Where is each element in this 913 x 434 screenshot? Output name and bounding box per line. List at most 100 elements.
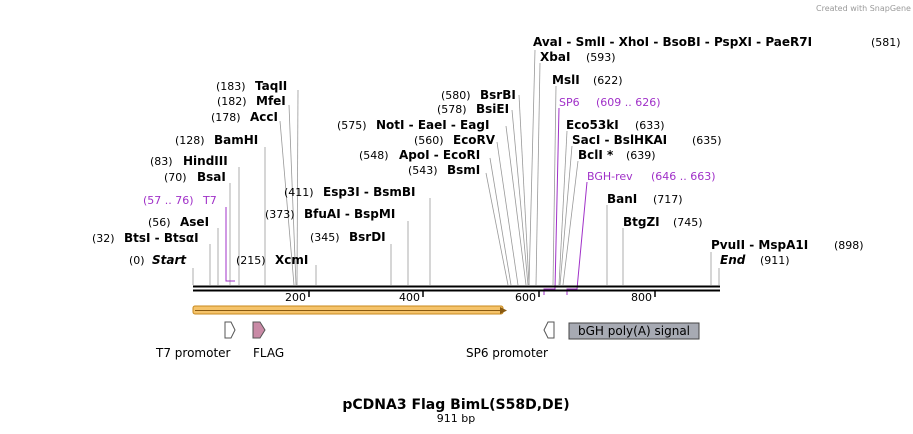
restriction-site[interactable]: (178) AccI [211,110,278,124]
restriction-site[interactable]: (182) MfeI [217,94,286,108]
primer-name: BGH-rev [587,170,633,183]
restriction-site[interactable]: (578) BsiEI [437,102,509,116]
scale-tick: 600 [515,290,540,304]
restriction-site[interactable]: (548) ApoI - EcoRI [359,148,480,162]
restriction-site[interactable]: AvaI - SmlI - XhoI - BsoBI - PspXI - Pae… [533,35,901,49]
site-position: (373) [265,208,295,221]
feature-sp6-promoter[interactable]: SP6 promoter [466,321,555,360]
site-position: (215) [236,254,266,267]
restriction-site[interactable]: (215) XcmI [236,253,308,267]
site-name: XcmI [275,253,308,267]
site-name: XbaI [540,50,570,64]
restriction-site[interactable]: (345) BsrDI [310,230,386,244]
end-name: End [720,253,746,267]
scale-tick: 800 [631,290,656,304]
site-name: Eco53kI [566,118,619,132]
site-name: BsrDI [349,230,386,244]
site-name: MfeI [256,94,286,108]
restriction-site[interactable]: BanI (717) [607,192,683,206]
site-name: SacI - BslHKAI [572,133,667,147]
primer-bgh-rev[interactable]: BGH-rev (646 .. 663) [587,170,716,183]
primer-sp6[interactable]: SP6 (609 .. 626) [559,96,661,109]
site-name: ApoI - EcoRI [399,148,480,162]
feature-label: SP6 promoter [466,346,548,360]
end-position: (911) [760,254,790,267]
site-position: (178) [211,111,241,124]
restriction-site[interactable]: BclI * (639) [578,148,656,162]
primer-connectors [225,107,588,295]
site-position: (635) [692,134,722,147]
scale-tick-label: 600 [515,291,536,304]
restriction-site[interactable]: (560) EcoRV [414,133,496,147]
site-position: (70) [164,171,187,184]
site-position: (593) [586,51,616,64]
site-position: (543) [408,164,438,177]
scale-tick: 400 [399,290,424,304]
primer-t7[interactable]: (57 .. 76) T7 [143,194,217,207]
site-position: (56) [148,216,171,229]
site-name: BsiEI [476,102,509,116]
primer-name: SP6 [559,96,580,109]
site-position: (32) [92,232,115,245]
site-name: BamHI [214,133,258,147]
restriction-site[interactable]: MslI (622) [552,73,623,87]
restriction-site[interactable]: (575) NotI - EaeI - EagI [337,118,489,132]
restriction-site[interactable]: (411) Esp3I - BsmBI [284,185,415,199]
site-position: (83) [150,155,173,168]
primer-range: (609 .. 626) [596,96,661,109]
primer-range: (646 .. 663) [651,170,716,183]
feature-bgh-polya[interactable]: bGH poly(A) signal [568,322,700,340]
end-label: End (911) [720,253,790,267]
restriction-site[interactable]: (580) BsrBI [441,88,516,102]
site-name: AccI [250,110,278,124]
restriction-site[interactable]: (56) AseI [148,215,209,229]
site-name: TaqII [255,79,287,93]
site-position: (639) [626,149,656,162]
restriction-site[interactable]: (183) TaqII [216,79,287,93]
site-name: BtgZI [623,215,660,229]
site-position: (898) [834,239,864,252]
restriction-site[interactable]: (373) BfuAI - BspMI [265,207,395,221]
feature-label: FLAG [253,346,284,360]
restriction-site[interactable]: (543) BsmI [408,163,480,177]
feature-flag[interactable]: FLAG [252,321,284,360]
restriction-site[interactable]: (70) BsaI [164,170,226,184]
scale-tick-label: 400 [399,291,420,304]
site-position: (578) [437,103,467,116]
site-position: (581) [871,36,901,49]
restriction-site[interactable]: PvuII - MspA1I (898) [711,238,864,252]
snapgene-credit: Created with SnapGene [816,4,911,13]
site-name: AvaI - SmlI - XhoI - BsoBI - PspXI - Pae… [533,35,812,49]
site-position: (548) [359,149,389,162]
restriction-site[interactable]: (32) BtsI - BtsαI [92,231,199,245]
feature-label: bGH poly(A) signal [578,324,690,338]
restriction-site[interactable]: Eco53kI (633) [566,118,665,132]
restriction-site[interactable]: (83) HindIII [150,154,228,168]
site-position: (183) [216,80,246,93]
site-name: HindIII [183,154,228,168]
site-name: EcoRV [453,133,496,147]
start-position: (0) [129,254,145,267]
site-connectors [192,49,720,286]
site-position: (182) [217,95,247,108]
site-name: Esp3I - BsmBI [323,185,415,199]
site-name: MslI [552,73,580,87]
site-name: NotI - EaeI - EagI [376,118,489,132]
site-name: BsmI [447,163,480,177]
orf-arrow[interactable] [192,305,507,315]
site-position: (745) [673,216,703,229]
restriction-site[interactable]: SacI - BslHKAI (635) [572,133,722,147]
site-position: (128) [175,134,205,147]
site-name: BfuAI - BspMI [304,207,395,221]
restriction-site[interactable]: BtgZI (745) [623,215,703,229]
start-label: (0) Start [129,253,187,267]
site-name: BanI [607,192,637,206]
site-position: (717) [653,193,683,206]
restriction-site[interactable]: (128) BamHI [175,133,258,147]
restriction-site[interactable]: XbaI (593) [540,50,616,64]
site-position: (345) [310,231,340,244]
primer-range: (57 .. 76) [143,194,194,207]
feature-t7-promoter[interactable]: T7 promoter [155,321,236,360]
